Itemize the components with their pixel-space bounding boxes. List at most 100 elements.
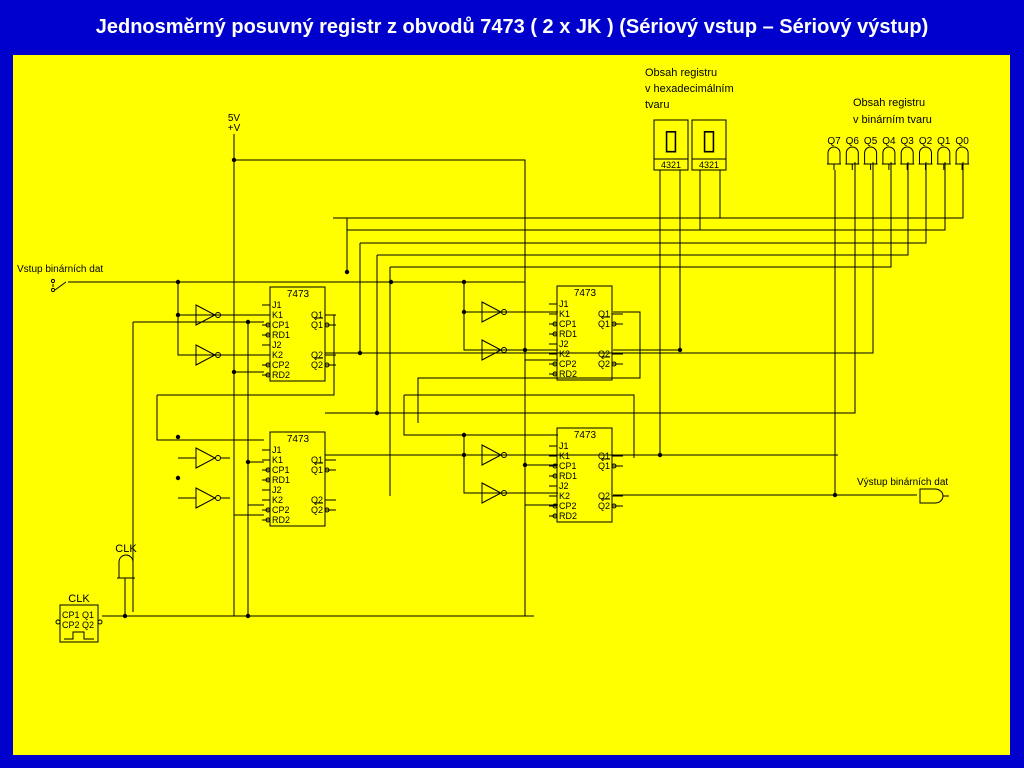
junction-dot-11 — [122, 613, 128, 619]
wire-29 — [613, 170, 681, 351]
wire-24 — [403, 395, 558, 436]
junction-dot-9 — [461, 452, 467, 458]
led-q2: Q2 — [918, 136, 933, 170]
ic-pin-rd1: RD1 — [272, 330, 290, 340]
ic-pin-bubble — [552, 463, 558, 469]
junction-dot-10 — [388, 279, 394, 285]
ic-pin-j1: J1 — [559, 441, 569, 451]
ic-type-label: 7473 — [574, 288, 597, 299]
ic-pin-q2: Q2 — [598, 359, 610, 369]
ic-pin-cp2: CP2 — [272, 505, 290, 515]
led-q5: Q5 — [863, 136, 878, 170]
hex-label-1: Obsah registru — [645, 67, 717, 79]
wire-6 — [347, 162, 946, 231]
ic-type-label: 7473 — [574, 430, 597, 441]
junction-dot-5 — [175, 475, 181, 481]
inverter-bubble — [215, 455, 221, 461]
ic-type-label: 7473 — [287, 289, 310, 300]
ic-pin-bubble — [552, 473, 558, 479]
ic-pin-bubble — [265, 362, 271, 368]
clk-pin-cp2: CP2 — [62, 620, 80, 630]
hex-display: Obsah registru v hexadecimálním tvaru ▯ … — [645, 67, 734, 171]
ic-chips: 7473J1K1CP1RD1J2K2CP2RD2Q1Q1Q2Q27473J1K1… — [262, 285, 623, 527]
ic-pin-k1: K1 — [559, 451, 570, 461]
ic-pin-j2: J2 — [559, 339, 569, 349]
ic-pin-q1: Q1 — [598, 319, 610, 329]
ic-pin-q2: Q2 — [311, 505, 323, 515]
led-body — [900, 146, 914, 165]
wire-14 — [156, 395, 264, 441]
wire-21 — [463, 282, 558, 313]
ic-pin-k1: K1 — [272, 310, 283, 320]
inverter-7 — [464, 444, 516, 466]
clk-button-label: CLK — [115, 543, 137, 555]
wire-26 — [463, 435, 558, 456]
inverter-6 — [464, 339, 516, 361]
junction-dot-21 — [522, 347, 528, 353]
ic-pin-bubble — [552, 361, 558, 367]
ic-pin-q1: Q1 — [311, 310, 323, 320]
inverter-5 — [464, 301, 516, 323]
ic-pin-k1: K1 — [559, 309, 570, 319]
ic-pin-k2: K2 — [272, 495, 283, 505]
junction-dot-3 — [175, 312, 181, 318]
led-q6: Q6 — [845, 136, 859, 170]
junction-dot-4 — [175, 434, 181, 440]
ic-pin-bubble — [265, 517, 271, 523]
ic-pin-bubble — [324, 362, 330, 368]
ic-pin-bubble — [552, 503, 558, 509]
ic-pin-bubble — [552, 321, 558, 327]
ic-pin-rd1: RD1 — [272, 475, 290, 485]
hex-label-3: tvaru — [645, 99, 669, 111]
ic-pin-rd2: RD2 — [559, 511, 577, 521]
led-q0: Q0 — [955, 136, 969, 170]
junction-dot-19 — [245, 459, 251, 465]
input-switch[interactable]: Vstup binárních dat — [17, 264, 103, 293]
junction-dot-17 — [832, 492, 838, 498]
inverter-triangle — [481, 339, 503, 361]
junction-dot-16 — [657, 452, 663, 458]
inverter-4 — [178, 487, 230, 509]
junction-dot-22 — [522, 462, 528, 468]
led-body — [864, 146, 878, 165]
led-body — [919, 146, 932, 165]
ic-pin-k1: K1 — [272, 455, 283, 465]
hex-pins-high: 4321 — [661, 160, 681, 170]
ic-type-label: 7473 — [287, 434, 310, 445]
junction-dot-15 — [677, 347, 683, 353]
ic-pin-q2: Q2 — [598, 349, 610, 359]
inverter-2 — [178, 344, 230, 366]
wire-25 — [404, 394, 635, 458]
ic-pin-q1: Q1 — [598, 309, 610, 319]
junction-dot-2 — [175, 279, 181, 285]
inverter-bubble — [215, 312, 221, 318]
inverters — [178, 301, 516, 509]
wire-9 — [390, 162, 892, 268]
clk-pin-q2: Q2 — [82, 620, 94, 630]
led-q1: Q1 — [936, 136, 951, 170]
ic-pin-bubble — [265, 372, 271, 378]
ic-pin-bubble — [265, 507, 271, 513]
junction-dot-20 — [231, 369, 237, 375]
junction-dot-1 — [344, 269, 350, 275]
clk-button[interactable]: CLK — [115, 543, 137, 579]
inverter-triangle — [481, 301, 503, 323]
wire-32 — [325, 162, 874, 354]
inverter-bubble — [215, 495, 221, 501]
inverter-triangle — [481, 482, 503, 504]
led-body — [937, 146, 951, 165]
ic-pin-j2: J2 — [272, 485, 282, 495]
hex-digit-low: ▯ — [701, 124, 716, 155]
wire-30 — [613, 170, 836, 496]
led-body — [845, 146, 859, 165]
ic-pin-cp1: CP1 — [559, 461, 577, 471]
ic-pin-bubble — [552, 371, 558, 377]
wire-5 — [333, 162, 964, 219]
ic-pin-rd1: RD1 — [559, 329, 577, 339]
inverter-1 — [178, 304, 230, 326]
inverter-3 — [178, 447, 230, 469]
junction-dot-8 — [461, 432, 467, 438]
